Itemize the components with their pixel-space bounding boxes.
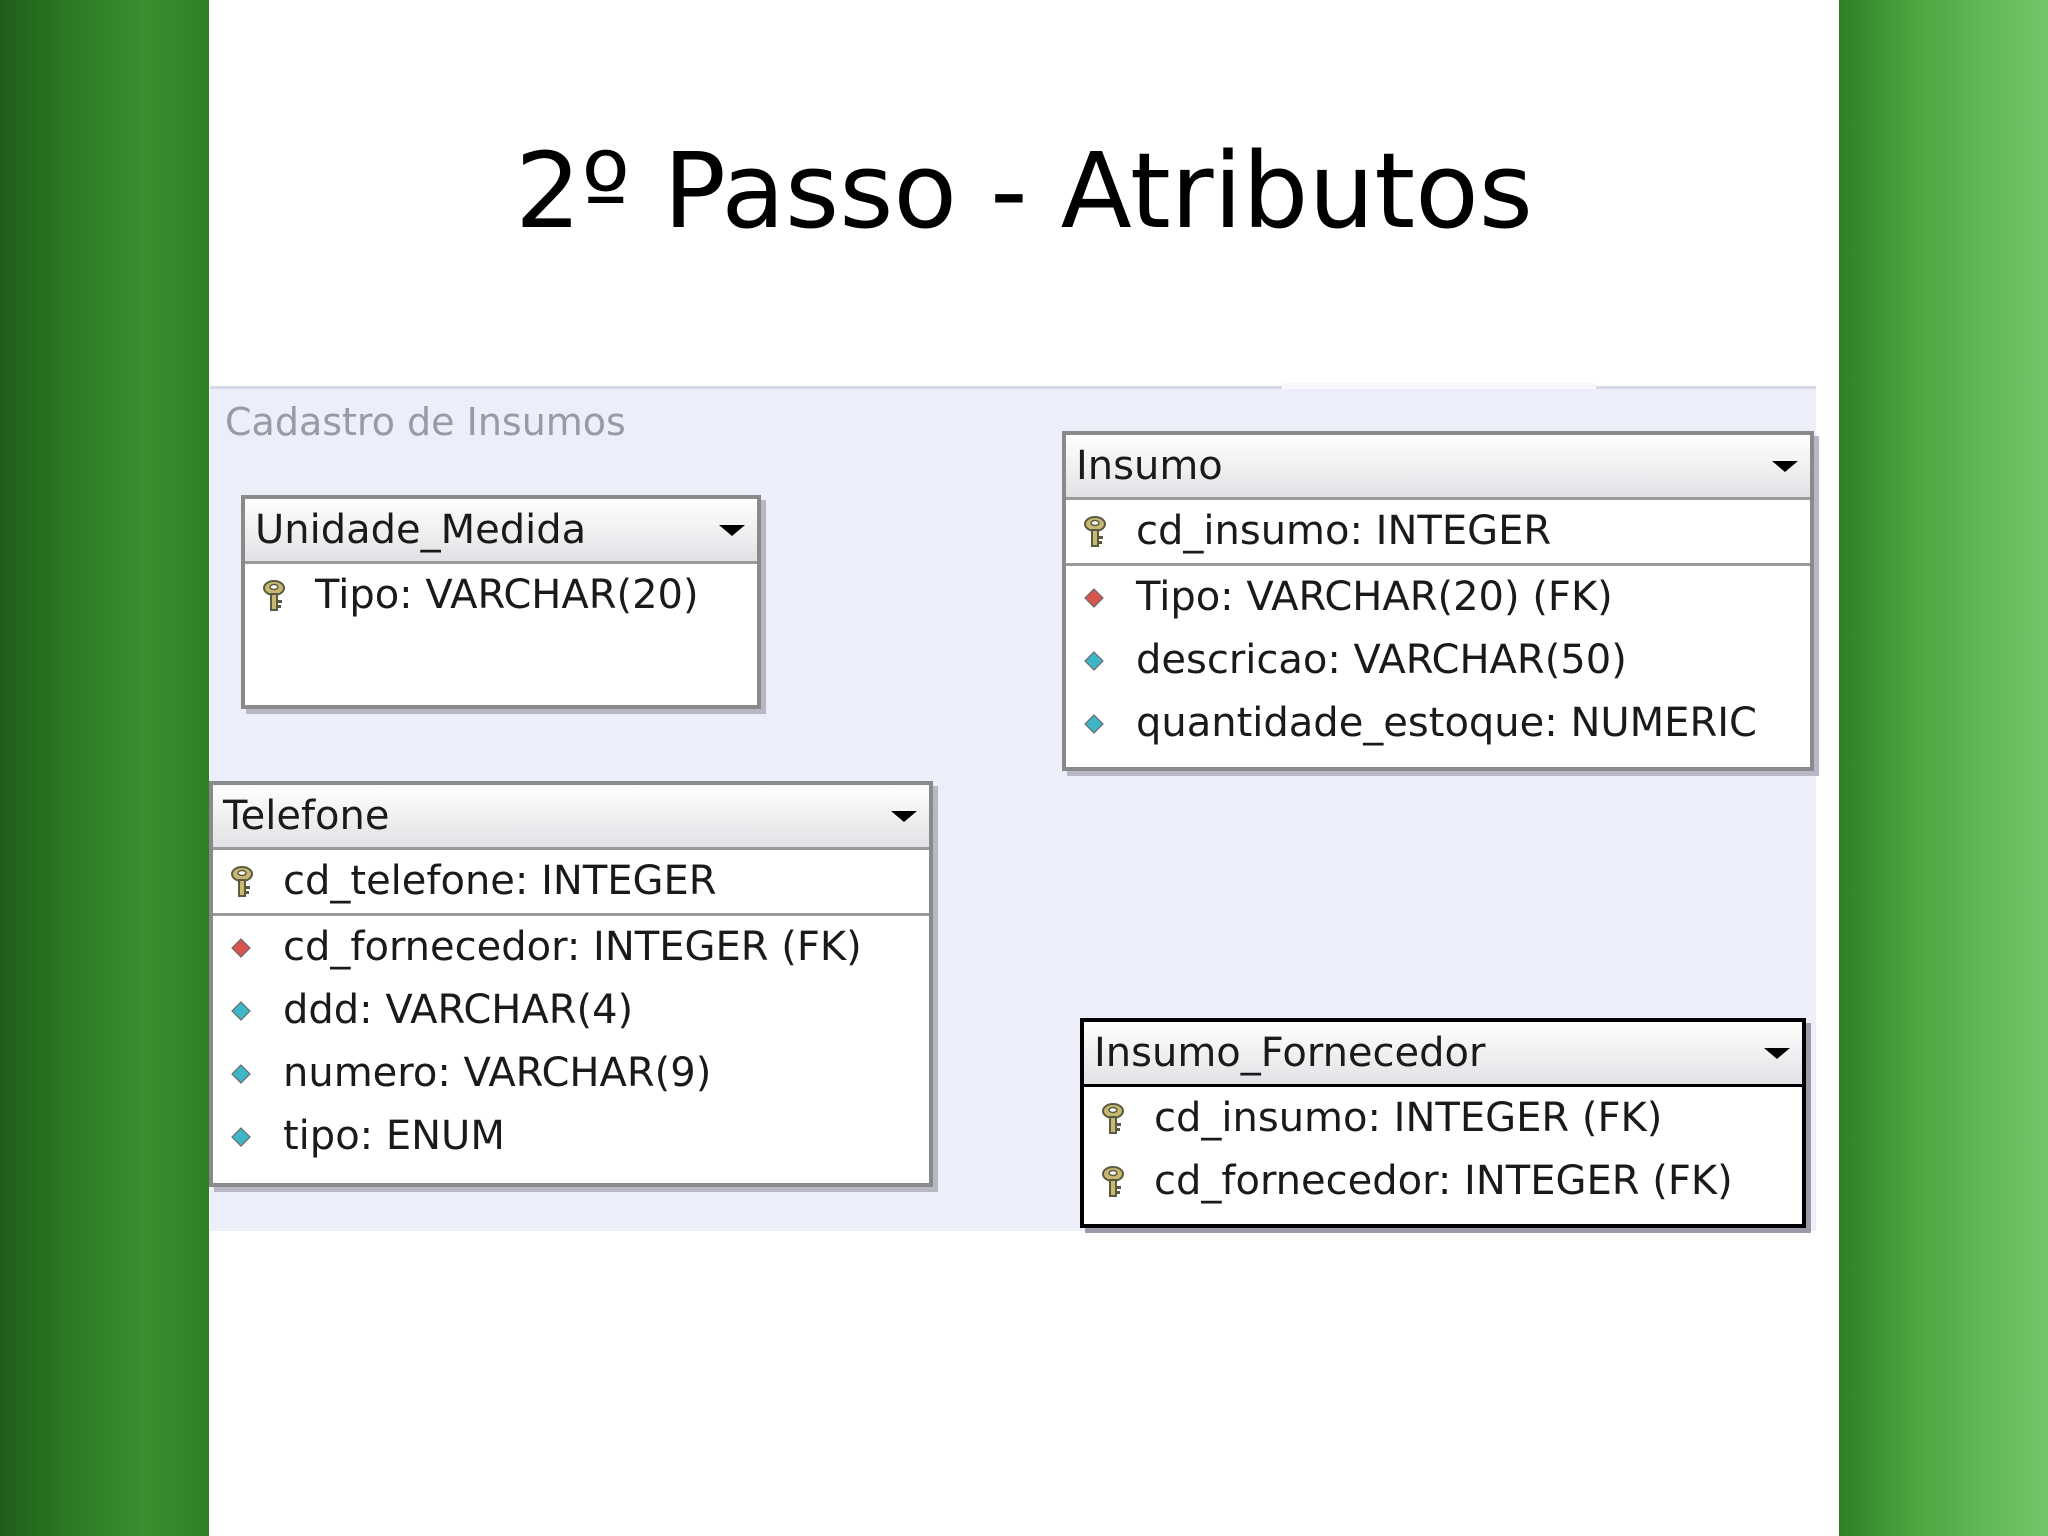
attribute-diamond-icon	[1084, 714, 1104, 734]
entity-insumo[interactable]: Insumo cd_insumo: INTEGER Tipo: VARCHAR(2…	[1062, 431, 1814, 771]
key-icon	[1084, 516, 1106, 547]
attribute-text: ddd: VARCHAR(4)	[283, 987, 634, 1033]
attribute-diamond-icon	[231, 1001, 251, 1021]
right-green-band	[1839, 0, 2048, 1536]
chevron-down-icon[interactable]	[1764, 1048, 1790, 1059]
attribute-row[interactable]: ddd: VARCHAR(4)	[213, 979, 929, 1042]
attribute-row[interactable]: numero: VARCHAR(9)	[213, 1042, 929, 1105]
chevron-down-icon[interactable]	[891, 811, 917, 822]
attribute-text: cd_insumo: INTEGER (FK)	[1154, 1095, 1663, 1141]
attribute-list: cd_telefone: INTEGER cd_fornecedor: INTEG…	[213, 850, 929, 1168]
attribute-text: cd_fornecedor: INTEGER (FK)	[1154, 1158, 1733, 1204]
attribute-text: cd_insumo: INTEGER	[1136, 508, 1552, 554]
diagram-canvas-tab	[1282, 383, 1596, 389]
slide-title: 2º Passo - Atributos	[515, 130, 1533, 252]
attribute-text: cd_fornecedor: INTEGER (FK)	[283, 924, 862, 970]
attribute-row[interactable]: quantidade_estoque: NUMERIC	[1066, 692, 1810, 755]
attribute-text: tipo: ENUM	[283, 1113, 505, 1159]
entity-unidade-medida[interactable]: Unidade_Medida Tipo: VARCHAR(20)	[241, 495, 761, 709]
attribute-text: descricao: VARCHAR(50)	[1136, 637, 1627, 683]
entity-name: Unidade_Medida	[255, 507, 587, 553]
attribute-row[interactable]: cd_fornecedor: INTEGER (FK)	[1084, 1150, 1802, 1213]
fk-diamond-icon	[1084, 588, 1104, 608]
key-icon	[1102, 1103, 1124, 1134]
entity-name: Telefone	[223, 793, 390, 839]
attribute-row[interactable]: cd_fornecedor: INTEGER (FK)	[213, 916, 929, 979]
attribute-text: cd_telefone: INTEGER	[283, 858, 717, 904]
entity-telefone[interactable]: Telefone cd_telefone: INTEGER cd_forneced…	[209, 781, 933, 1187]
attribute-diamond-icon	[231, 1127, 251, 1147]
attribute-text: numero: VARCHAR(9)	[283, 1050, 712, 1096]
attribute-row[interactable]: cd_insumo: INTEGER (FK)	[1084, 1087, 1802, 1150]
attribute-row[interactable]: Tipo: VARCHAR(20)	[245, 564, 757, 627]
fk-diamond-icon	[231, 938, 251, 958]
left-green-band	[0, 0, 209, 1536]
chevron-down-icon[interactable]	[1772, 461, 1798, 472]
attribute-list: cd_insumo: INTEGER Tipo: VARCHAR(20) (FK)…	[1066, 500, 1810, 755]
entity-header[interactable]: Telefone	[213, 785, 929, 850]
attribute-text: Tipo: VARCHAR(20) (FK)	[1136, 574, 1613, 620]
key-icon	[1102, 1166, 1124, 1197]
attribute-diamond-icon	[1084, 651, 1104, 671]
attribute-row[interactable]: descricao: VARCHAR(50)	[1066, 629, 1810, 692]
attribute-list: Tipo: VARCHAR(20)	[245, 564, 757, 627]
attribute-list: cd_insumo: INTEGER (FK) cd_fornecedor: IN…	[1084, 1087, 1802, 1213]
entity-name: Insumo_Fornecedor	[1094, 1030, 1486, 1076]
attribute-diamond-icon	[231, 1064, 251, 1084]
entity-insumo-fornecedor[interactable]: Insumo_Fornecedor cd_insumo: INTEGER (FK…	[1080, 1018, 1806, 1228]
entity-header[interactable]: Unidade_Medida	[245, 499, 757, 564]
attribute-row[interactable]: cd_telefone: INTEGER	[213, 850, 929, 916]
attribute-row[interactable]: tipo: ENUM	[213, 1105, 929, 1168]
entity-header[interactable]: Insumo	[1066, 435, 1810, 500]
attribute-text: quantidade_estoque: NUMERIC	[1136, 700, 1757, 746]
entity-name: Insumo	[1076, 443, 1223, 489]
chevron-down-icon[interactable]	[719, 525, 745, 536]
attribute-row[interactable]: Tipo: VARCHAR(20) (FK)	[1066, 566, 1810, 629]
entity-header[interactable]: Insumo_Fornecedor	[1084, 1022, 1802, 1087]
key-icon	[263, 580, 285, 611]
attribute-row[interactable]: cd_insumo: INTEGER	[1066, 500, 1810, 566]
diagram-title: Cadastro de Insumos	[225, 400, 626, 444]
attribute-text: Tipo: VARCHAR(20)	[315, 572, 699, 618]
key-icon	[231, 866, 253, 897]
